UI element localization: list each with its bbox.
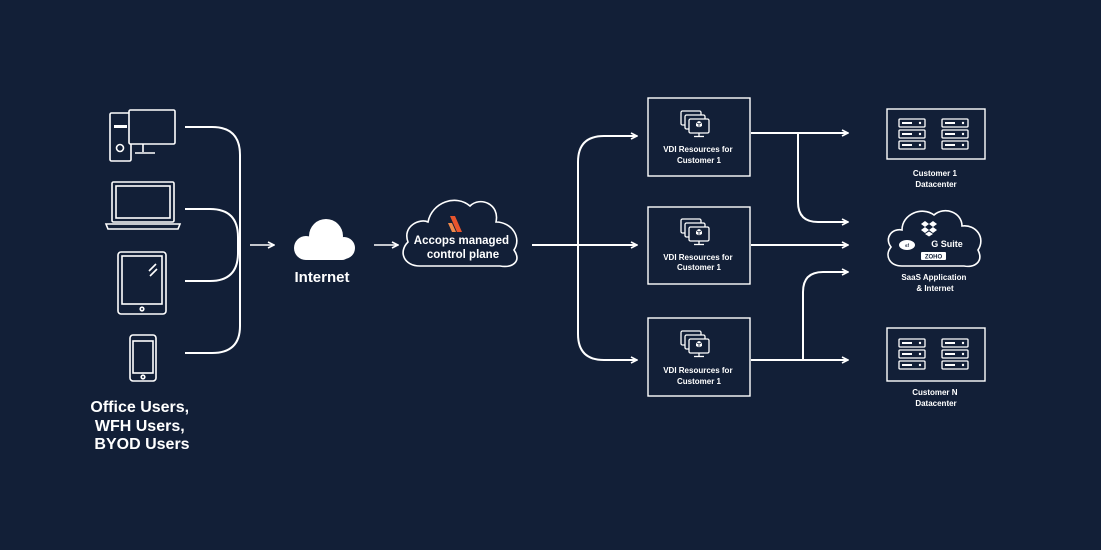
- device-merge-lines: [185, 126, 241, 354]
- users-label-line-2: WFH Users,: [95, 418, 185, 435]
- vdi-box-3-label: VDI Resources for Customer 1: [663, 366, 735, 386]
- accops-logo-icon: [448, 216, 462, 232]
- customer-n-datacenter: Customer N Datacenter: [886, 327, 986, 408]
- server-icon: [941, 338, 969, 370]
- zoho-logo: ZOHO: [921, 252, 946, 261]
- salesforce-logo: sf: [899, 240, 915, 250]
- saas-cloud: sf G Suite ZOHO SaaS Application & Inter…: [887, 210, 982, 293]
- control-plane-label-line-1: Accops managed: [414, 235, 509, 247]
- vdi-box-3: VDI Resources for Customer 1: [647, 317, 751, 397]
- customer-n-datacenter-label: Customer N Datacenter: [912, 388, 960, 408]
- gsuite-logo: G Suite: [931, 239, 963, 249]
- tablet-icon: [117, 251, 167, 315]
- laptop-icon: [104, 181, 182, 230]
- control-plane-to-vdi-lines: [532, 136, 637, 360]
- users-label-line-1: Office Users,: [90, 399, 189, 416]
- users-label-line-3: BYOD Users: [94, 436, 189, 453]
- saas-label: SaaS Application & Internet: [901, 273, 968, 293]
- vdi-box-2: VDI Resources for Customer 1: [647, 206, 751, 285]
- customer-1-datacenter: Customer 1 Datacenter: [886, 108, 986, 189]
- server-icon: [941, 118, 969, 150]
- dropbox-logo: [921, 221, 937, 237]
- desktop-icon: [109, 109, 176, 162]
- vdi-box-2-label: VDI Resources for Customer 1: [663, 253, 735, 272]
- cloud-icon: [294, 219, 355, 260]
- users-label: Office Users, WFH Users, BYOD Users: [90, 399, 193, 453]
- vdi-box-1-label: VDI Resources for Customer 1: [663, 145, 735, 165]
- internet-label: Internet: [294, 269, 349, 286]
- svg-text:ZOHO: ZOHO: [925, 255, 943, 261]
- vdi-to-destination-lines: [751, 133, 848, 360]
- control-plane-cloud: [402, 199, 518, 268]
- server-icon: [898, 338, 926, 370]
- svg-text:sf: sf: [905, 243, 910, 248]
- phone-icon: [129, 334, 157, 382]
- customer-1-datacenter-label: Customer 1 Datacenter: [913, 169, 959, 189]
- control-plane-label-line-2: control plane: [427, 249, 499, 261]
- server-icon: [898, 118, 926, 150]
- control-plane-label: Accops managed control plane: [414, 235, 512, 261]
- vdi-box-1: VDI Resources for Customer 1: [647, 97, 751, 177]
